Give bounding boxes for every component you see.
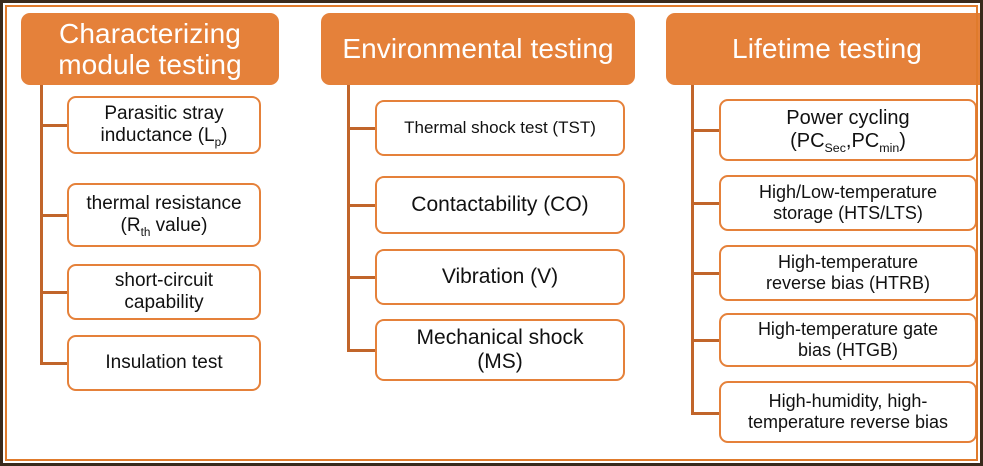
column-environmental-testing: Environmental testing Thermal shock test… <box>313 3 658 463</box>
node-line-1: Parasitic stray <box>104 103 224 125</box>
connector-branch-c2-3 <box>691 339 721 342</box>
node-line-1: High-humidity, high- <box>768 391 928 412</box>
node-line-2: inductance (L <box>100 125 215 146</box>
connector-branch-c2-0 <box>691 129 721 132</box>
node-contactability[interactable]: Contactability (CO) <box>375 176 625 234</box>
node-line-2: temperature reverse bias <box>747 412 949 432</box>
node-power-cycling[interactable]: Power cycling(PCSec,PCmin) <box>719 99 977 161</box>
node-subscript-min: min <box>879 141 900 155</box>
node-line-3: value) <box>150 215 208 236</box>
node-line-3: ,PC <box>845 130 880 152</box>
connector-branch-c2-1 <box>691 202 721 205</box>
node-vibration[interactable]: Vibration (V) <box>375 249 625 305</box>
connector-trunk-column-0 <box>40 85 43 363</box>
node-label: Contactability (CO) <box>411 193 588 217</box>
column-characterizing-module-testing: Characterizing module testing Parasitic … <box>3 3 313 463</box>
node-line-2: (MS) <box>477 350 523 373</box>
header-characterizing-module-testing[interactable]: Characterizing module testing <box>21 13 279 85</box>
node-insulation-test[interactable]: Insulation test <box>67 335 261 391</box>
node-subscript: th <box>140 225 151 239</box>
node-line-1: thermal resistance <box>86 193 242 215</box>
connector-trunk-column-1 <box>347 85 350 351</box>
connector-trunk-column-2 <box>691 85 694 414</box>
node-thermal-shock-test[interactable]: Thermal shock test (TST) <box>375 100 625 156</box>
node-label: Insulation test <box>105 352 222 374</box>
node-line-2: capability <box>124 292 204 313</box>
header-lifetime-testing[interactable]: Lifetime testing <box>666 13 980 85</box>
diagram-canvas: Characterizing module testing Parasitic … <box>3 3 980 463</box>
node-line-4: ) <box>899 130 906 152</box>
connector-branch-c1-0 <box>347 127 376 130</box>
header-label: Lifetime testing <box>732 33 922 65</box>
connector-branch-c0-0 <box>40 124 69 127</box>
node-label: Thermal shock test (TST) <box>404 118 596 137</box>
node-line-2: bias (HTGB) <box>797 340 898 360</box>
node-line-2: reverse bias (HTRB) <box>765 273 931 293</box>
node-line-1: High/Low-temperature <box>758 182 938 203</box>
node-line-2: (PC <box>790 130 825 152</box>
connector-branch-c1-3 <box>347 349 376 352</box>
connector-branch-c1-2 <box>347 276 376 279</box>
node-line-2: (R <box>120 215 141 236</box>
node-line-1: High-temperature <box>777 252 919 273</box>
connector-branch-c1-1 <box>347 204 376 207</box>
node-thermal-resistance[interactable]: thermal resistance(Rth value) <box>67 183 261 247</box>
node-line-3: ) <box>221 125 228 146</box>
node-label: Mechanical shock(MS) <box>417 326 584 374</box>
connector-branch-c0-2 <box>40 291 69 294</box>
node-line-1: Power cycling <box>786 107 910 130</box>
header-label: Characterizing module testing <box>58 17 242 80</box>
connector-branch-c2-2 <box>691 272 721 275</box>
connector-branch-c2-4 <box>691 412 721 415</box>
node-line-1: Insulation test <box>105 352 223 374</box>
node-label: High-humidity, high-temperature reverse … <box>748 391 948 432</box>
node-subscript-sec: Sec <box>824 141 846 155</box>
column-lifetime-testing: Lifetime testing Power cycling(PCSec,PCm… <box>658 3 980 463</box>
node-mechanical-shock[interactable]: Mechanical shock(MS) <box>375 319 625 381</box>
node-label: thermal resistance(Rth value) <box>86 193 242 239</box>
node-subscript: p <box>214 135 222 149</box>
node-label: Vibration (V) <box>442 265 558 289</box>
node-high-humidity-high-temperature-reverse-bias[interactable]: High-humidity, high-temperature reverse … <box>719 381 977 443</box>
node-line-1: Thermal shock test (TST) <box>404 118 596 138</box>
node-label: Power cycling(PCSec,PCmin) <box>786 107 910 155</box>
connector-branch-c0-3 <box>40 362 69 365</box>
node-line-1: High-temperature gate <box>757 319 939 340</box>
node-line-1: Vibration (V) <box>441 265 559 289</box>
node-line-1: Contactability (CO) <box>411 193 589 217</box>
header-environmental-testing[interactable]: Environmental testing <box>321 13 635 85</box>
node-line-2: storage (HTS/LTS) <box>773 203 923 223</box>
node-line-1: short-circuit <box>114 270 214 292</box>
node-line-1: Mechanical shock <box>416 326 584 350</box>
connector-branch-c0-1 <box>40 214 69 217</box>
header-label: Environmental testing <box>342 33 614 65</box>
